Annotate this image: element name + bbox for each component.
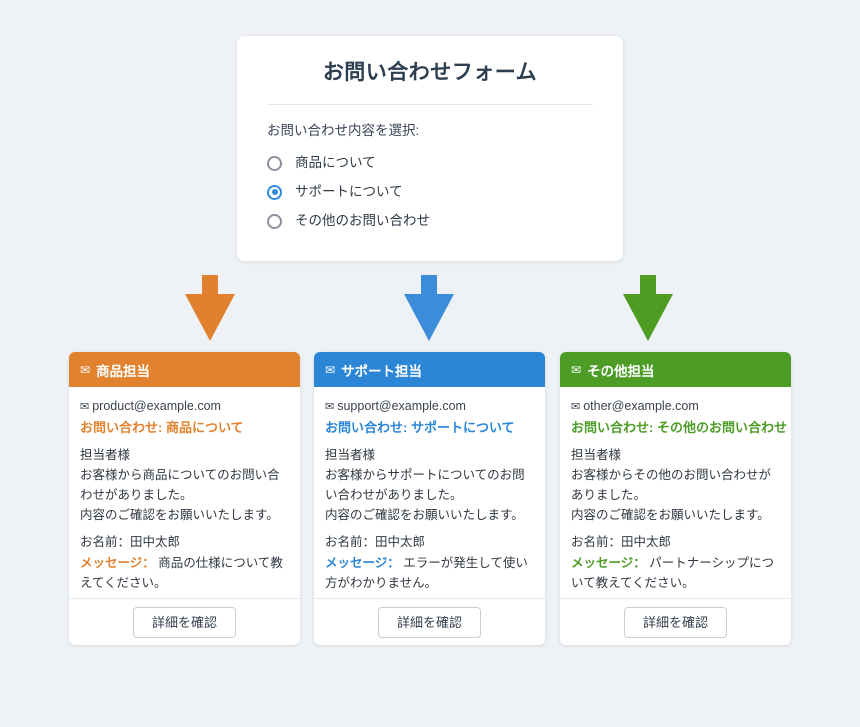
radio-indicator-product[interactable]: [267, 155, 282, 171]
radio-indicator-other[interactable]: [267, 213, 282, 229]
radio-label-support: サポートについて: [295, 184, 403, 199]
envelope-icon: ✉: [571, 401, 581, 413]
radio-indicator-support[interactable]: [267, 184, 282, 200]
card-footer-product: 詳細を確認: [69, 598, 300, 645]
detail-button-other[interactable]: 詳細を確認: [623, 606, 727, 638]
message-row-support: メッセージ： エラーが発生して使い方がわかりません。: [325, 553, 534, 593]
card-header-product: ✉ 商品担当: [69, 352, 300, 387]
arrow-down-support-icon: [404, 275, 454, 341]
message-label-product: メッセージ：: [80, 556, 155, 570]
envelope-icon: ✉: [325, 362, 336, 377]
result-card-support: ✉ サポート担当 ✉support@example.com お問い合わせ: サポ…: [314, 352, 545, 645]
card-header-label-product: 商品担当: [96, 363, 151, 379]
card-footer-other: 詳細を確認: [560, 598, 791, 645]
body-text-other: 担当者様 お客様からその他のお問い合わせがありました。 内容のご確認をお願いいた…: [571, 448, 772, 522]
envelope-icon: ✉: [571, 362, 582, 377]
message-text-support: エラーが発生して使い方がわかりません。: [325, 556, 528, 590]
arrow-down-product-icon: [185, 275, 235, 341]
detail-button-support[interactable]: 詳細を確認: [377, 606, 481, 638]
contact-form-card: お問い合わせフォーム お問い合わせ内容を選択: 商品について サポートについて …: [237, 36, 623, 261]
customer-name-support: お名前：田中太郎: [325, 535, 426, 549]
subject-line-other: お問い合わせ: その他のお問い合わせ: [571, 420, 787, 435]
body-text-support: 担当者様 お客様からサポートについてのお問い合わせがありました。 内容のご確認を…: [325, 448, 525, 522]
card-body-other: ✉other@example.com お問い合わせ: その他のお問い合わせ 担当…: [560, 387, 791, 598]
arrow-down-other-icon: [623, 275, 673, 341]
message-row-product: メッセージ： 商品の仕様について教えてください。: [80, 553, 289, 593]
radio-label-other: その他のお問い合わせ: [295, 213, 430, 228]
subject-line-support: お問い合わせ: サポートについて: [325, 420, 515, 435]
title-divider: [267, 104, 593, 105]
card-header-other: ✉ その他担当: [560, 352, 791, 387]
recipient-email-row-support: ✉support@example.com: [325, 397, 534, 417]
card-header-support: ✉ サポート担当: [314, 352, 545, 387]
customer-name-product: お名前：田中太郎: [80, 535, 181, 549]
arrow-other-shape: [623, 275, 673, 341]
recipient-email-product: product@example.com: [92, 399, 221, 413]
arrow-product-shape: [185, 275, 235, 341]
recipient-email-row-other: ✉other@example.com: [571, 397, 780, 417]
recipient-email-support: support@example.com: [337, 399, 466, 413]
message-label-support: メッセージ：: [325, 556, 400, 570]
card-header-label-other: その他担当: [587, 363, 655, 379]
detail-button-product[interactable]: 詳細を確認: [132, 606, 236, 638]
message-text-other: パートナーシップについて教えてください。: [571, 556, 775, 590]
recipient-email-row-product: ✉product@example.com: [80, 397, 289, 417]
card-footer-support: 詳細を確認: [314, 598, 545, 645]
form-prompt-label: お問い合わせ内容を選択:: [267, 123, 420, 138]
envelope-icon: ✉: [80, 401, 90, 413]
page-title: お問い合わせフォーム: [322, 61, 538, 84]
envelope-icon: ✉: [325, 401, 335, 413]
card-body-product: ✉product@example.com お問い合わせ: 商品について 担当者様…: [69, 387, 300, 598]
arrow-support-shape: [404, 275, 454, 341]
message-text-product: 商品の仕様について教えてください。: [80, 556, 283, 590]
radio-option-other[interactable]: その他のお問い合わせ: [267, 207, 593, 235]
radio-option-product[interactable]: 商品について: [267, 149, 593, 177]
radio-option-support[interactable]: サポートについて: [267, 178, 593, 206]
result-card-product: ✉ 商品担当 ✉product@example.com お問い合わせ: 商品につ…: [69, 352, 300, 645]
subject-line-product: お問い合わせ: 商品について: [80, 420, 244, 435]
body-text-product: 担当者様 お客様から商品についてのお問い合わせがありました。 内容のご確認をお願…: [80, 448, 280, 522]
card-body-support: ✉support@example.com お問い合わせ: サポートについて 担当…: [314, 387, 545, 598]
message-row-other: メッセージ： パートナーシップについて教えてください。: [571, 553, 780, 593]
inquiry-type-radio-group: 商品について サポートについて その他のお問い合わせ: [267, 149, 593, 235]
recipient-email-other: other@example.com: [583, 399, 699, 413]
card-header-label-support: サポート担当: [341, 363, 423, 379]
envelope-icon: ✉: [80, 362, 91, 377]
result-card-other: ✉ その他担当 ✉other@example.com お問い合わせ: その他のお…: [560, 352, 791, 645]
customer-name-other: お名前：田中太郎: [571, 535, 672, 549]
message-label-other: メッセージ：: [571, 556, 646, 570]
radio-label-product: 商品について: [295, 155, 376, 170]
